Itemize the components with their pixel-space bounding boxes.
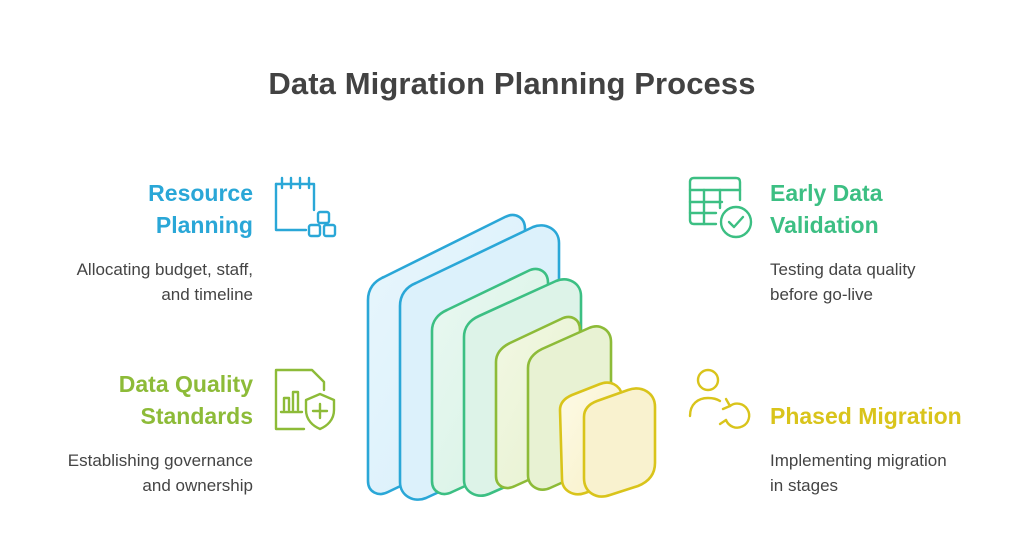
early-data-validation-heading: Early Data Validation bbox=[770, 180, 883, 238]
early-data-validation-description: Testing data quality before go-live bbox=[770, 260, 916, 304]
stacked-layers-graphic bbox=[366, 213, 657, 501]
table-check-icon bbox=[688, 176, 753, 239]
phased-migration-description: Implementing migration in stages bbox=[770, 451, 947, 495]
data-quality-standards-heading: Data Quality Standards bbox=[118, 371, 253, 429]
resource-planning-heading: Resource Planning bbox=[148, 180, 253, 238]
data-quality-standards-description: Establishing governance and ownership bbox=[67, 451, 253, 495]
phased-migration-heading: Phased Migration bbox=[770, 403, 962, 429]
calendar-blocks-icon bbox=[274, 176, 337, 238]
resource-planning-description: Allocating budget, staff, and timeline bbox=[76, 260, 253, 304]
page-title: Data Migration Planning Process bbox=[268, 66, 756, 101]
document-shield-icon bbox=[274, 368, 336, 431]
stack-layer-phased-migration bbox=[558, 381, 657, 498]
user-cycle-icon bbox=[688, 368, 751, 429]
